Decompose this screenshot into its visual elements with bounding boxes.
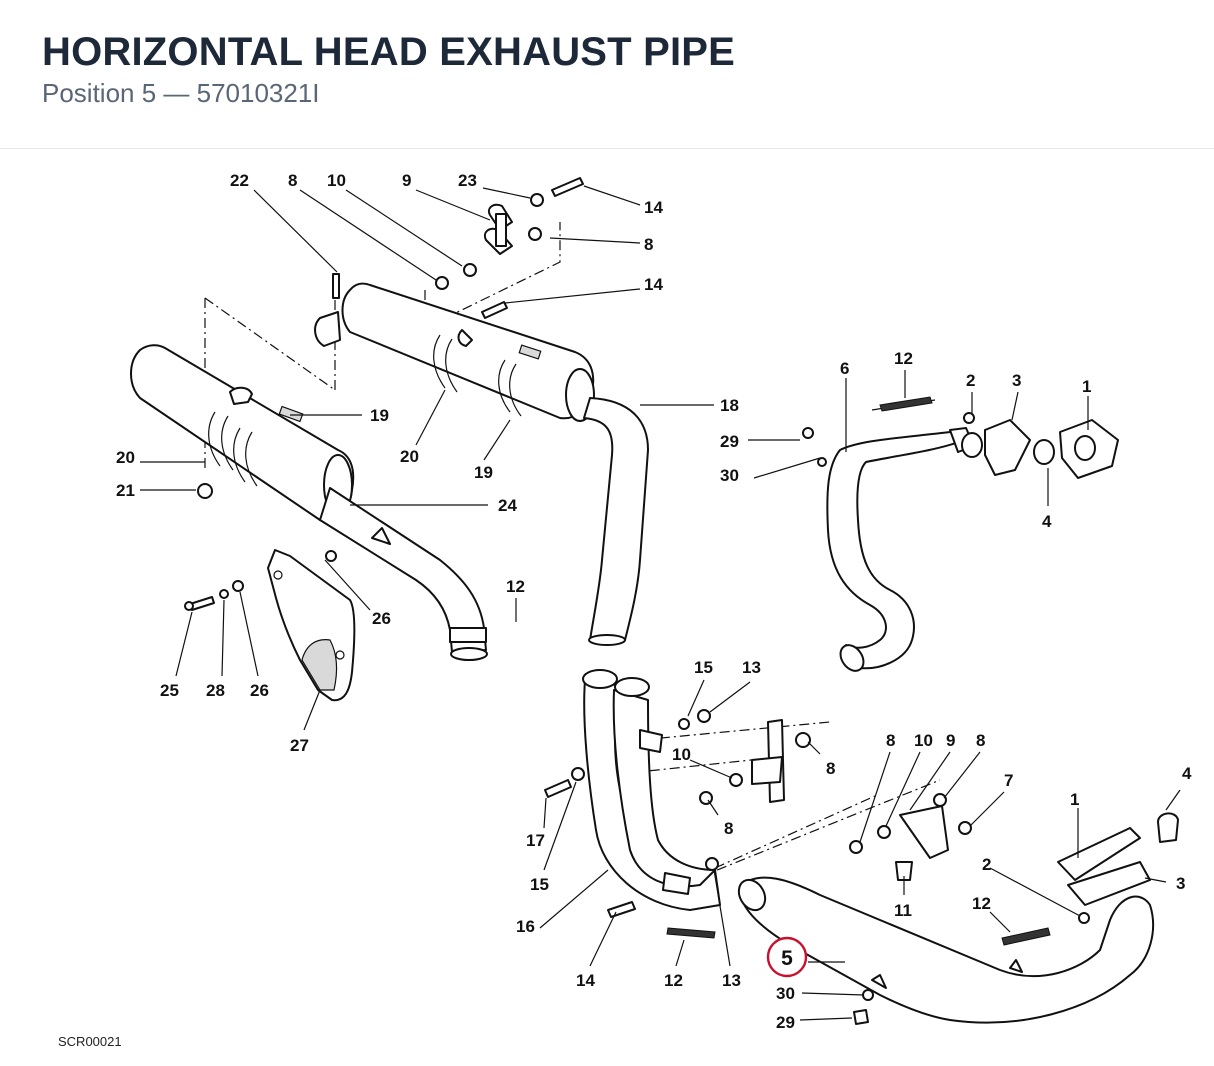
callout-12: 12 [506, 577, 525, 596]
callout-13: 13 [722, 971, 741, 990]
callout-22: 22 [230, 171, 249, 190]
callout-18: 18 [720, 396, 739, 415]
callout-1: 1 [1070, 790, 1079, 809]
callout-4: 4 [1042, 512, 1052, 531]
callout-16: 16 [516, 917, 535, 936]
callout-10: 10 [327, 171, 346, 190]
callout-12: 12 [894, 349, 913, 368]
callout-1: 1 [1082, 377, 1091, 396]
callout-20: 20 [400, 447, 419, 466]
callout-19: 19 [370, 406, 389, 425]
header: HORIZONTAL HEAD EXHAUST PIPE Position 5 … [0, 0, 1214, 149]
callout-14: 14 [576, 971, 595, 990]
callout-17: 17 [526, 831, 545, 850]
horizontal-head-exhaust-pipe [737, 793, 1179, 1025]
front-head-pipes [544, 669, 941, 939]
callout-14: 14 [644, 198, 663, 217]
drawing-code: SCR00021 [58, 1034, 122, 1049]
callout-9: 9 [946, 731, 955, 750]
callout-3: 3 [1012, 371, 1021, 390]
callout-7: 7 [1004, 771, 1013, 790]
callout-30: 30 [776, 984, 795, 1003]
callout-25: 25 [160, 681, 179, 700]
callout-29: 29 [720, 432, 739, 451]
callout-28: 28 [206, 681, 225, 700]
callout-4: 4 [1182, 764, 1192, 783]
callout-24: 24 [498, 496, 517, 515]
callout-19: 19 [474, 463, 493, 482]
page-title: HORIZONTAL HEAD EXHAUST PIPE [42, 30, 736, 74]
callout-11: 11 [894, 901, 912, 920]
callout-8: 8 [886, 731, 895, 750]
callout-15: 15 [530, 875, 549, 894]
rear-silencer-assembly [130, 177, 649, 702]
callout-2: 2 [982, 855, 991, 874]
callout-23: 23 [458, 171, 477, 190]
callout-26: 26 [250, 681, 269, 700]
callout-29: 29 [776, 1013, 795, 1032]
callout-15: 15 [694, 658, 713, 677]
callout-21: 21 [116, 481, 135, 500]
callout-27: 27 [290, 736, 309, 755]
callout-10: 10 [914, 731, 933, 750]
highlighted-callout-5[interactable]: 5 [766, 936, 808, 978]
callout-14: 14 [644, 275, 663, 294]
callout-20: 20 [116, 448, 135, 467]
callout-8: 8 [288, 171, 297, 190]
page-subtitle: Position 5 — 57010321I [42, 78, 320, 108]
callout-13: 13 [742, 658, 761, 677]
callout-10: 10 [672, 745, 691, 764]
vertical-head-exhaust-pipe [802, 396, 1119, 672]
callout-12: 12 [664, 971, 683, 990]
highlight-ring [766, 936, 808, 978]
callout-labels: 22 8 10 9 23 14 8 14 19 20 21 20 19 18 2… [116, 171, 1192, 1032]
callout-2: 2 [966, 371, 975, 390]
callout-12: 12 [972, 894, 991, 913]
callout-3: 3 [1176, 874, 1185, 893]
leader-lines [140, 185, 1181, 1021]
callout-6: 6 [840, 359, 849, 378]
callout-26: 26 [372, 609, 391, 628]
callout-9: 9 [402, 171, 411, 190]
callout-8: 8 [826, 759, 835, 778]
callout-5: 5 [781, 947, 793, 970]
callout-8: 8 [724, 819, 733, 838]
callout-8: 8 [644, 235, 653, 254]
callout-8: 8 [976, 731, 985, 750]
callout-30: 30 [720, 466, 739, 485]
